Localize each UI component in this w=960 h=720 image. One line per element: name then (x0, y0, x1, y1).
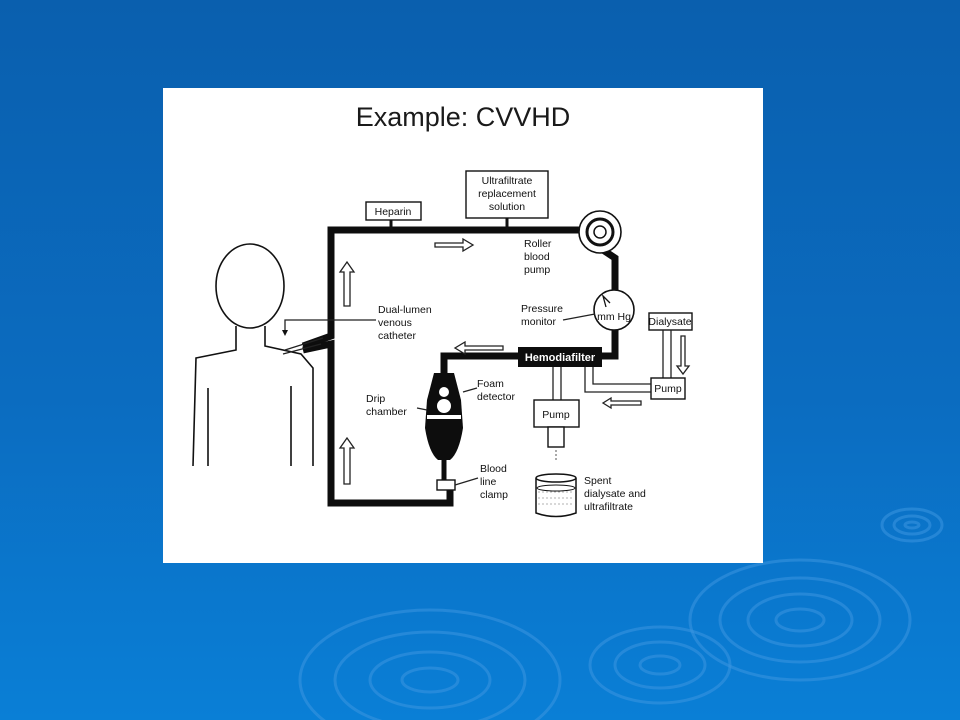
replacement-label-line3: solution (489, 201, 525, 213)
foam-label-line1: Foam (477, 378, 504, 390)
roller-label-line2: blood (524, 251, 550, 263)
patient-figure (192, 243, 314, 467)
dialysate-pump-label: Pump (654, 383, 682, 395)
flow-arrow-right (434, 237, 475, 253)
replacement-label-line1: Ultrafiltrate (482, 175, 533, 187)
dialysate-flow-arrow-left (601, 396, 642, 410)
hemodiafilter-label: Hemodiafilter (525, 352, 596, 364)
roller-label-line3: pump (524, 264, 550, 276)
gauge-units: mm Hg (597, 311, 631, 323)
roller-pump-icon (578, 210, 622, 254)
catheter-label-line2: venous (378, 317, 412, 329)
pressure-label-line1: Pressure (521, 303, 563, 315)
spent-label-line2: dialysate and (584, 488, 646, 500)
heparin-bag: Heparin (365, 201, 422, 230)
replacement-label-line2: replacement (478, 188, 536, 200)
replacement-solution-bag: Ultrafiltrate replacement solution (465, 170, 549, 230)
drip-chamber (425, 373, 463, 491)
slide-card: Example: CVVHD Heparin (163, 88, 763, 563)
cvvhd-diagram: Heparin Ultrafiltrate replacement soluti… (192, 170, 693, 518)
spent-dialysate-container (535, 473, 577, 518)
dialysate-circuit: Dialysate Pump (584, 312, 693, 410)
clamp-label-line1: Blood (480, 463, 507, 475)
drip-label-line2: chamber (366, 406, 407, 418)
dialysate-label: Dialysate (648, 316, 691, 328)
clamp-label-line3: clamp (480, 489, 508, 501)
effluent-pump-label: Pump (542, 409, 570, 421)
pressure-label-line2: monitor (521, 316, 557, 328)
spent-label-line3: ultrafiltrate (584, 501, 633, 513)
dialysate-flow-arrow-down (675, 335, 691, 376)
effluent-pump: Pump (533, 367, 580, 460)
flow-arrow-up-top (338, 260, 356, 307)
catheter-label-line1: Dual-lumen (378, 304, 432, 316)
pressure-gauge-icon: mm Hg (593, 289, 635, 331)
heparin-label: Heparin (375, 206, 412, 218)
roller-label-line1: Roller (524, 238, 552, 250)
drip-label-line1: Drip (366, 393, 385, 405)
hemodiafilter-unit: Hemodiafilter (518, 347, 602, 367)
flow-arrow-left (453, 340, 504, 356)
spent-label-line1: Spent (584, 475, 612, 487)
flow-arrow-up-bottom (338, 436, 356, 485)
slide-title: Example: CVVHD (355, 102, 571, 132)
foam-label-line2: detector (477, 391, 515, 403)
catheter-label-line3: catheter (378, 330, 416, 342)
clamp-label-line2: line (480, 476, 497, 488)
